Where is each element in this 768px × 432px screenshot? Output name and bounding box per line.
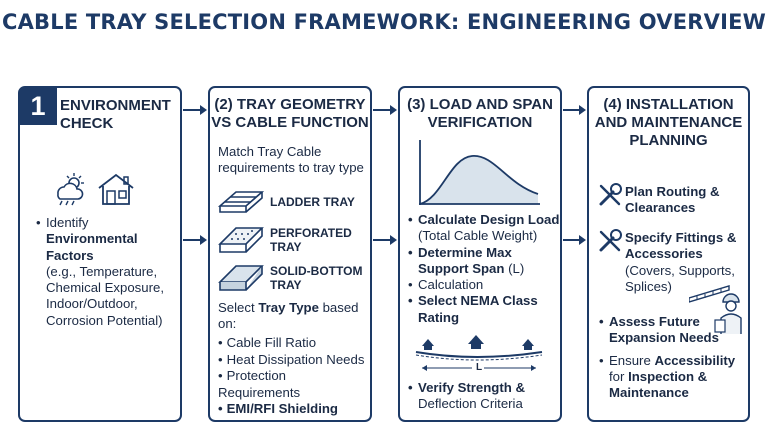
tools-icon <box>599 183 622 206</box>
page-title: CABLE TRAY SELECTION FRAMEWORK: ENGINEER… <box>1 10 766 34</box>
wrench-icon <box>599 229 622 252</box>
perforated-tray-icon <box>218 227 264 253</box>
ladder-tray-icon <box>217 191 265 213</box>
panel3-bullets: •Calculate Design Load (Total Cable Weig… <box>408 212 560 325</box>
load-curve-chart <box>419 140 540 205</box>
span-label: L <box>476 362 483 373</box>
list-item: Heat Dissipation Needs <box>218 352 370 369</box>
panel-installation: (4) INSTALLATION AND MAINTENANCE PLANNIN… <box>587 86 750 422</box>
list-item: EMI/RFI Shielding <box>218 401 370 418</box>
panel4-bullets: •Assess Future Expansion Needs •Ensure A… <box>599 314 736 401</box>
panel2-heading: (2) TRAY GEOMETRY VS CABLE FUNCTION <box>211 96 369 131</box>
panel2-select-text: Select Tray Type based on: <box>218 300 359 332</box>
panel-environment-check: 1 ENVIRONMENT CHECK •Identify Environmen… <box>18 86 182 422</box>
worker-icon <box>689 285 742 334</box>
tray-label-solid-bottom: SOLID-BOTTOM TRAY <box>270 264 363 292</box>
list-item: Protection Requirements <box>218 368 370 401</box>
solid-bottom-tray-icon <box>218 265 264 291</box>
panel2-intro: Match Tray Cable requirements to tray ty… <box>218 144 364 176</box>
specify-fittings-text: Specify Fittings & Accessories (Covers, … <box>625 230 737 294</box>
house-icon <box>98 173 134 205</box>
panel-tray-geometry: (2) TRAY GEOMETRY VS CABLE FUNCTION Matc… <box>208 86 372 422</box>
panel1-heading: ENVIRONMENT CHECK <box>60 97 171 132</box>
panel-load-span: (3) LOAD AND SPAN VERIFICATION •Calculat… <box>398 86 562 422</box>
span-beam-diagram <box>415 335 543 374</box>
panel1-bullet: •Identify Environmental Factors (e.g., T… <box>36 215 165 328</box>
panel3-heading: (3) LOAD AND SPAN VERIFICATION <box>407 96 553 131</box>
weather-icon <box>57 173 84 206</box>
list-item: Cable Fill Ratio <box>218 335 370 352</box>
panel3-verify: •Verify Strength & Deflection Criteria <box>408 380 525 412</box>
tray-label-perforated: PERFORATED TRAY <box>270 226 352 254</box>
tray-label-ladder: LADDER TRAY <box>270 195 355 209</box>
panel2-criteria-list: Cable Fill Ratio Heat Dissipation Needs … <box>218 335 370 418</box>
plan-routing-text: Plan Routing & Clearances <box>625 184 720 216</box>
panel4-heading: (4) INSTALLATION AND MAINTENANCE PLANNIN… <box>594 96 743 149</box>
step-number: 1 <box>19 87 57 125</box>
